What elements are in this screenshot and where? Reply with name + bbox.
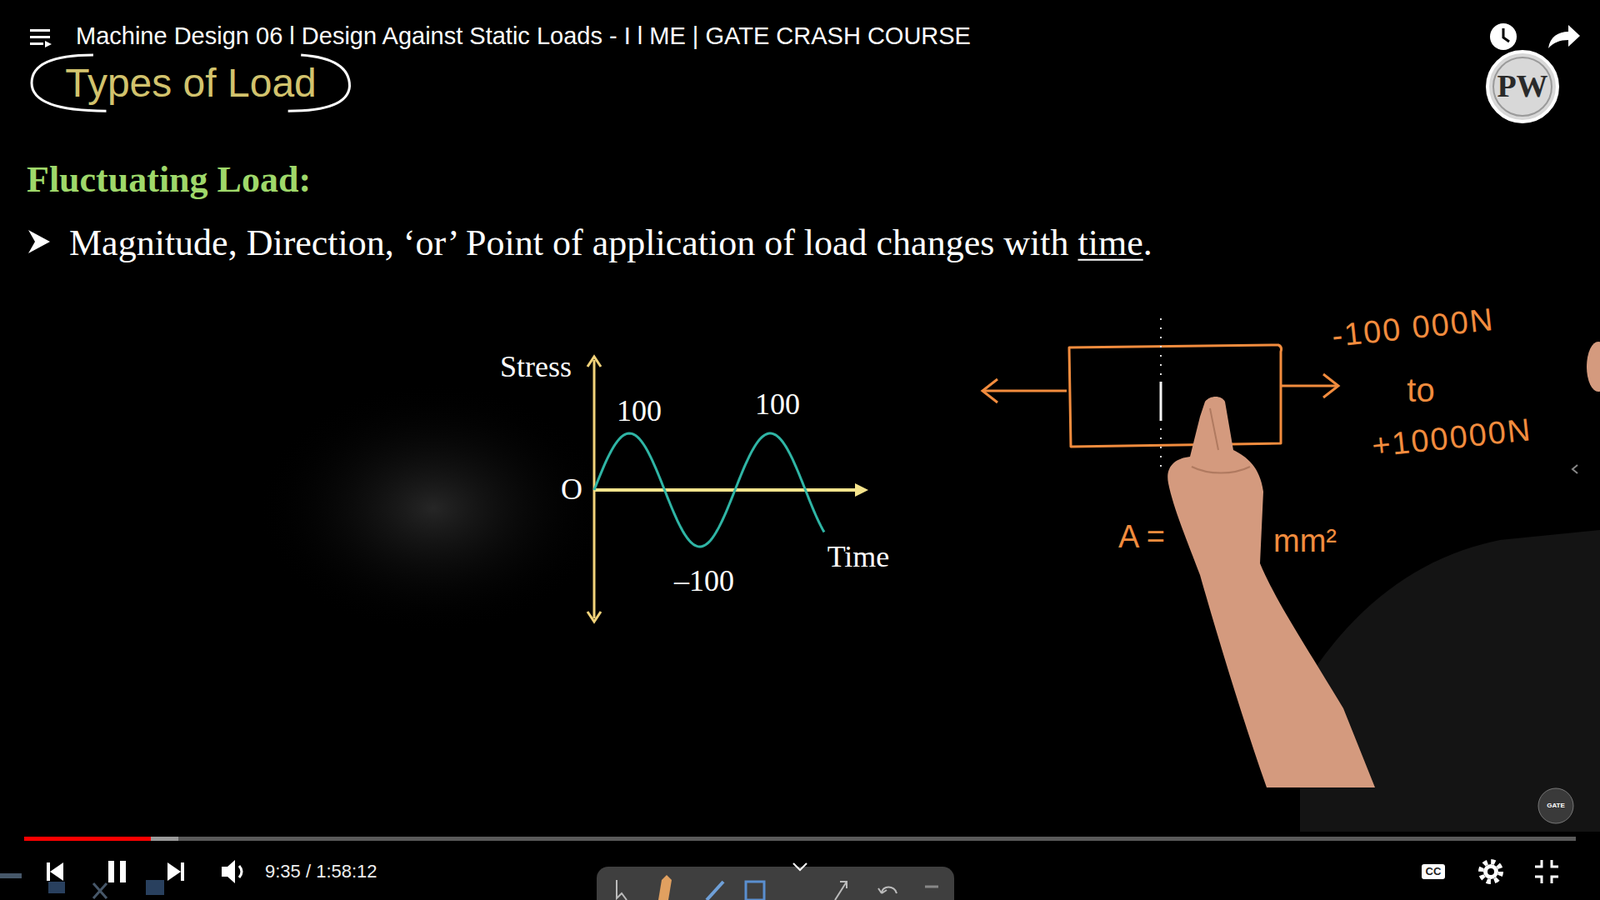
menu-line bbox=[30, 35, 50, 39]
highlighter-tool bbox=[706, 881, 724, 900]
axis-arrow bbox=[587, 611, 601, 622]
channel-logo: PW bbox=[1485, 49, 1560, 125]
axis-label: Time bbox=[827, 540, 890, 575]
next-bar bbox=[180, 862, 185, 881]
shape-tool bbox=[745, 881, 765, 900]
load-value: +100000N bbox=[1370, 411, 1534, 465]
corner bbox=[1535, 876, 1542, 884]
section-mark bbox=[1160, 381, 1163, 421]
load-arrow-head bbox=[1323, 374, 1339, 398]
presenter-hand bbox=[1167, 396, 1375, 788]
corner bbox=[1551, 860, 1559, 867]
undo-tool bbox=[878, 887, 897, 895]
gear-hole bbox=[1487, 868, 1495, 875]
exit-fullscreen-button bbox=[1535, 860, 1559, 884]
previous-bar bbox=[46, 862, 50, 881]
peak-value: 100 bbox=[755, 387, 800, 422]
bar-sketch bbox=[982, 318, 1339, 475]
trough-value: –100 bbox=[674, 564, 735, 599]
heading-bracket: Types of Load bbox=[28, 51, 354, 115]
stress-curve bbox=[594, 433, 825, 547]
peak-value: 100 bbox=[616, 394, 662, 429]
settings-button bbox=[1480, 861, 1501, 882]
pen-toolbar bbox=[596, 866, 955, 900]
captions-button: CC bbox=[1421, 864, 1446, 880]
gear-teeth bbox=[1480, 861, 1501, 882]
watermark-text: GATE bbox=[1546, 801, 1565, 810]
gate-wallah-badge bbox=[1538, 788, 1574, 824]
menu-play-mark bbox=[45, 40, 52, 48]
speaker bbox=[221, 860, 235, 884]
clock-face bbox=[1490, 23, 1517, 50]
pen-tool bbox=[658, 875, 672, 900]
time-axis bbox=[594, 488, 859, 492]
next-button bbox=[167, 862, 185, 881]
watch-later-icon bbox=[1490, 23, 1517, 50]
hand-shading bbox=[1191, 408, 1250, 474]
area-label: A = bbox=[1118, 519, 1165, 556]
arrow-tool bbox=[835, 881, 847, 900]
corner bbox=[1535, 860, 1542, 867]
node-text: Types of Load bbox=[65, 60, 317, 106]
bar-outline bbox=[1069, 345, 1282, 447]
time-display: 9:35 / 1:58:12 bbox=[265, 860, 378, 882]
faint-icon bbox=[48, 881, 65, 894]
axis-arrow bbox=[587, 356, 601, 367]
faint-toolbar bbox=[0, 873, 165, 899]
logo-ring bbox=[1493, 57, 1552, 116]
side-chevron bbox=[1572, 465, 1578, 474]
load-arrow bbox=[1280, 385, 1337, 388]
progress-played bbox=[24, 836, 151, 841]
chalk-smudge bbox=[258, 383, 609, 634]
section-heading: Fluctuating Load: bbox=[26, 159, 311, 202]
progress-buffer bbox=[24, 836, 179, 841]
node-text: PW bbox=[1496, 68, 1548, 105]
presenter-other-hand bbox=[1586, 341, 1600, 392]
load-arrow-head bbox=[982, 379, 998, 403]
load-value: -100 000N bbox=[1330, 301, 1497, 355]
corner bbox=[1551, 876, 1559, 884]
logo-circle bbox=[1487, 51, 1558, 122]
volume-button bbox=[221, 860, 242, 884]
pause-bar bbox=[120, 860, 126, 883]
toolbar-chevron bbox=[793, 863, 807, 870]
load-arrow bbox=[983, 390, 1067, 393]
clock-hands bbox=[1503, 28, 1510, 42]
bullet-arrow bbox=[28, 230, 50, 254]
toolbar-item bbox=[925, 885, 939, 889]
faint-icon bbox=[0, 873, 22, 879]
previous-triangle bbox=[50, 862, 64, 881]
area-unit: mm² bbox=[1273, 523, 1337, 560]
menu-icon bbox=[30, 29, 52, 48]
pointer-tool bbox=[616, 880, 627, 900]
axis-label: Stress bbox=[500, 350, 572, 385]
menu-line bbox=[30, 42, 44, 45]
next-triangle bbox=[167, 862, 181, 881]
gear-body bbox=[1483, 864, 1499, 880]
video-title: Machine Design 06 l Design Against Stati… bbox=[75, 22, 971, 50]
pause-bar bbox=[108, 860, 115, 883]
section-line bbox=[1160, 318, 1162, 475]
origin-label: O bbox=[560, 472, 583, 507]
progress-track bbox=[24, 836, 1576, 841]
bullet-text: Magnitude, Direction, ‘or’ Point of appl… bbox=[69, 222, 1153, 265]
faint-icon bbox=[145, 880, 165, 895]
axis-arrow bbox=[855, 483, 869, 497]
pause-button bbox=[108, 860, 126, 883]
bullet-arrow-head bbox=[28, 230, 50, 254]
speaker-wave bbox=[239, 865, 242, 878]
handwritten-note: to bbox=[1406, 370, 1435, 410]
menu-line bbox=[30, 29, 50, 32]
share-icon bbox=[1548, 25, 1580, 49]
previous-button bbox=[46, 862, 64, 881]
stress-time-plot bbox=[587, 356, 869, 622]
faint-icon bbox=[93, 883, 107, 899]
